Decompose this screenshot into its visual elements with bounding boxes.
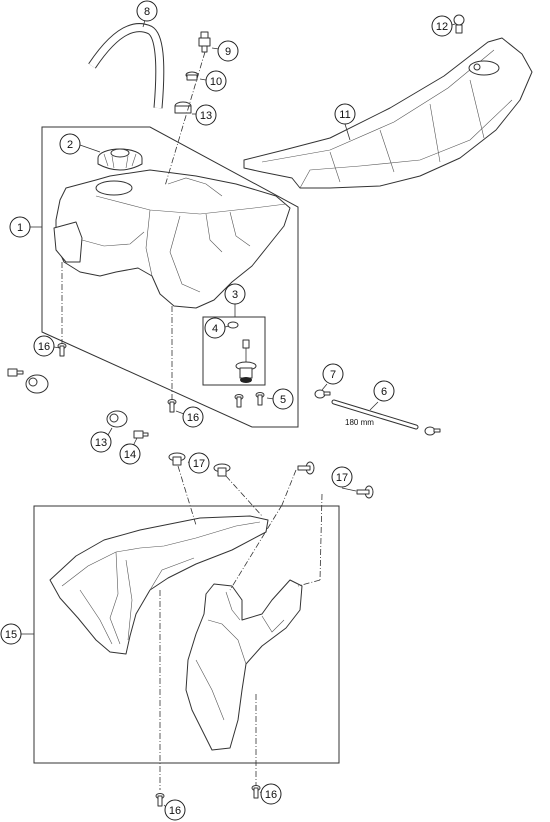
fuel-line [331,399,419,430]
svg-text:16: 16 [38,341,50,353]
panel-bolt-right [251,785,261,799]
fuel-tap [235,339,257,383]
callout-5: 5 [272,388,294,410]
svg-text:5: 5 [280,394,286,406]
callout-16-tank-left: 16 [33,335,55,357]
svg-text:10: 10 [210,76,222,88]
tank-cap [97,148,143,171]
loose-bolt [7,368,24,377]
callout-1: 1 [9,216,31,238]
fuel-tank-group-frame [41,126,299,428]
svg-text:2: 2 [67,139,73,151]
callout-14: 14 [119,443,141,465]
svg-text:13: 13 [95,437,107,449]
panel-screw-2 [213,463,231,477]
fuel-tank [53,169,291,309]
svg-text:7: 7 [330,369,336,381]
vent-valve [198,31,211,53]
callout-16-panel-left: 16 [164,799,186,821]
callout-6: 6 [373,380,395,402]
callout-16-panel-right: 16 [260,783,282,805]
svg-text:16: 16 [187,412,199,424]
svg-text:13: 13 [200,110,212,122]
rubber-bushing [106,410,128,428]
svg-text:12: 12 [436,21,448,33]
callout-13-bottom: 13 [90,431,112,453]
right-side-panel [185,579,303,751]
panel-screw-3 [297,461,315,475]
left-side-panel [49,515,269,655]
tank-bolt-right [167,399,177,413]
callout-7: 7 [322,363,344,385]
svg-text:3: 3 [232,289,238,301]
callout-12: 12 [431,15,453,37]
hose-clamp [314,389,441,436]
callout-16-tank-right: 16 [182,406,204,428]
callout-4: 4 [204,317,226,339]
svg-text:8: 8 [144,6,150,18]
callout-2: 2 [59,133,81,155]
fuel-tap-screws [234,392,265,408]
svg-text:1: 1 [17,222,23,234]
callout-9: 9 [217,40,239,62]
callout-10: 10 [205,70,227,92]
fuel-tap-o-ring [227,321,239,329]
fuel-tap-inset-frame [202,316,266,386]
seat [243,37,533,189]
svg-text:6: 6 [381,386,387,398]
callout-17-left: 17 [188,452,210,474]
svg-text:4: 4 [212,323,218,335]
svg-text:17: 17 [336,472,348,484]
rubber-bushing-left [25,374,49,394]
svg-text:17: 17 [193,458,205,470]
svg-text:9: 9 [225,46,231,58]
panel-screw-1 [168,452,186,466]
callout-17-right: 17 [331,466,353,488]
fuel-line-length-label: 180 mm [345,418,374,427]
callout-3: 3 [224,283,246,305]
svg-text:15: 15 [5,629,17,641]
callout-13-top: 13 [195,104,217,126]
tank-bolt-left [57,343,67,357]
callout-8: 8 [136,0,158,22]
callout-15: 15 [0,623,22,645]
svg-text:16: 16 [265,789,277,801]
svg-text:11: 11 [339,109,350,121]
mounting-screw [133,430,149,439]
panel-screw-4 [356,485,374,499]
vent-grommet [174,101,192,114]
vent-washer [185,71,199,81]
breather-hose [88,23,165,109]
callout-11: 11 [334,103,356,125]
svg-text:14: 14 [124,449,136,461]
seat-screw [453,14,465,34]
svg-text:16: 16 [169,805,181,817]
side-panels-group-frame [33,505,340,764]
panel-bolt-left [155,793,165,807]
